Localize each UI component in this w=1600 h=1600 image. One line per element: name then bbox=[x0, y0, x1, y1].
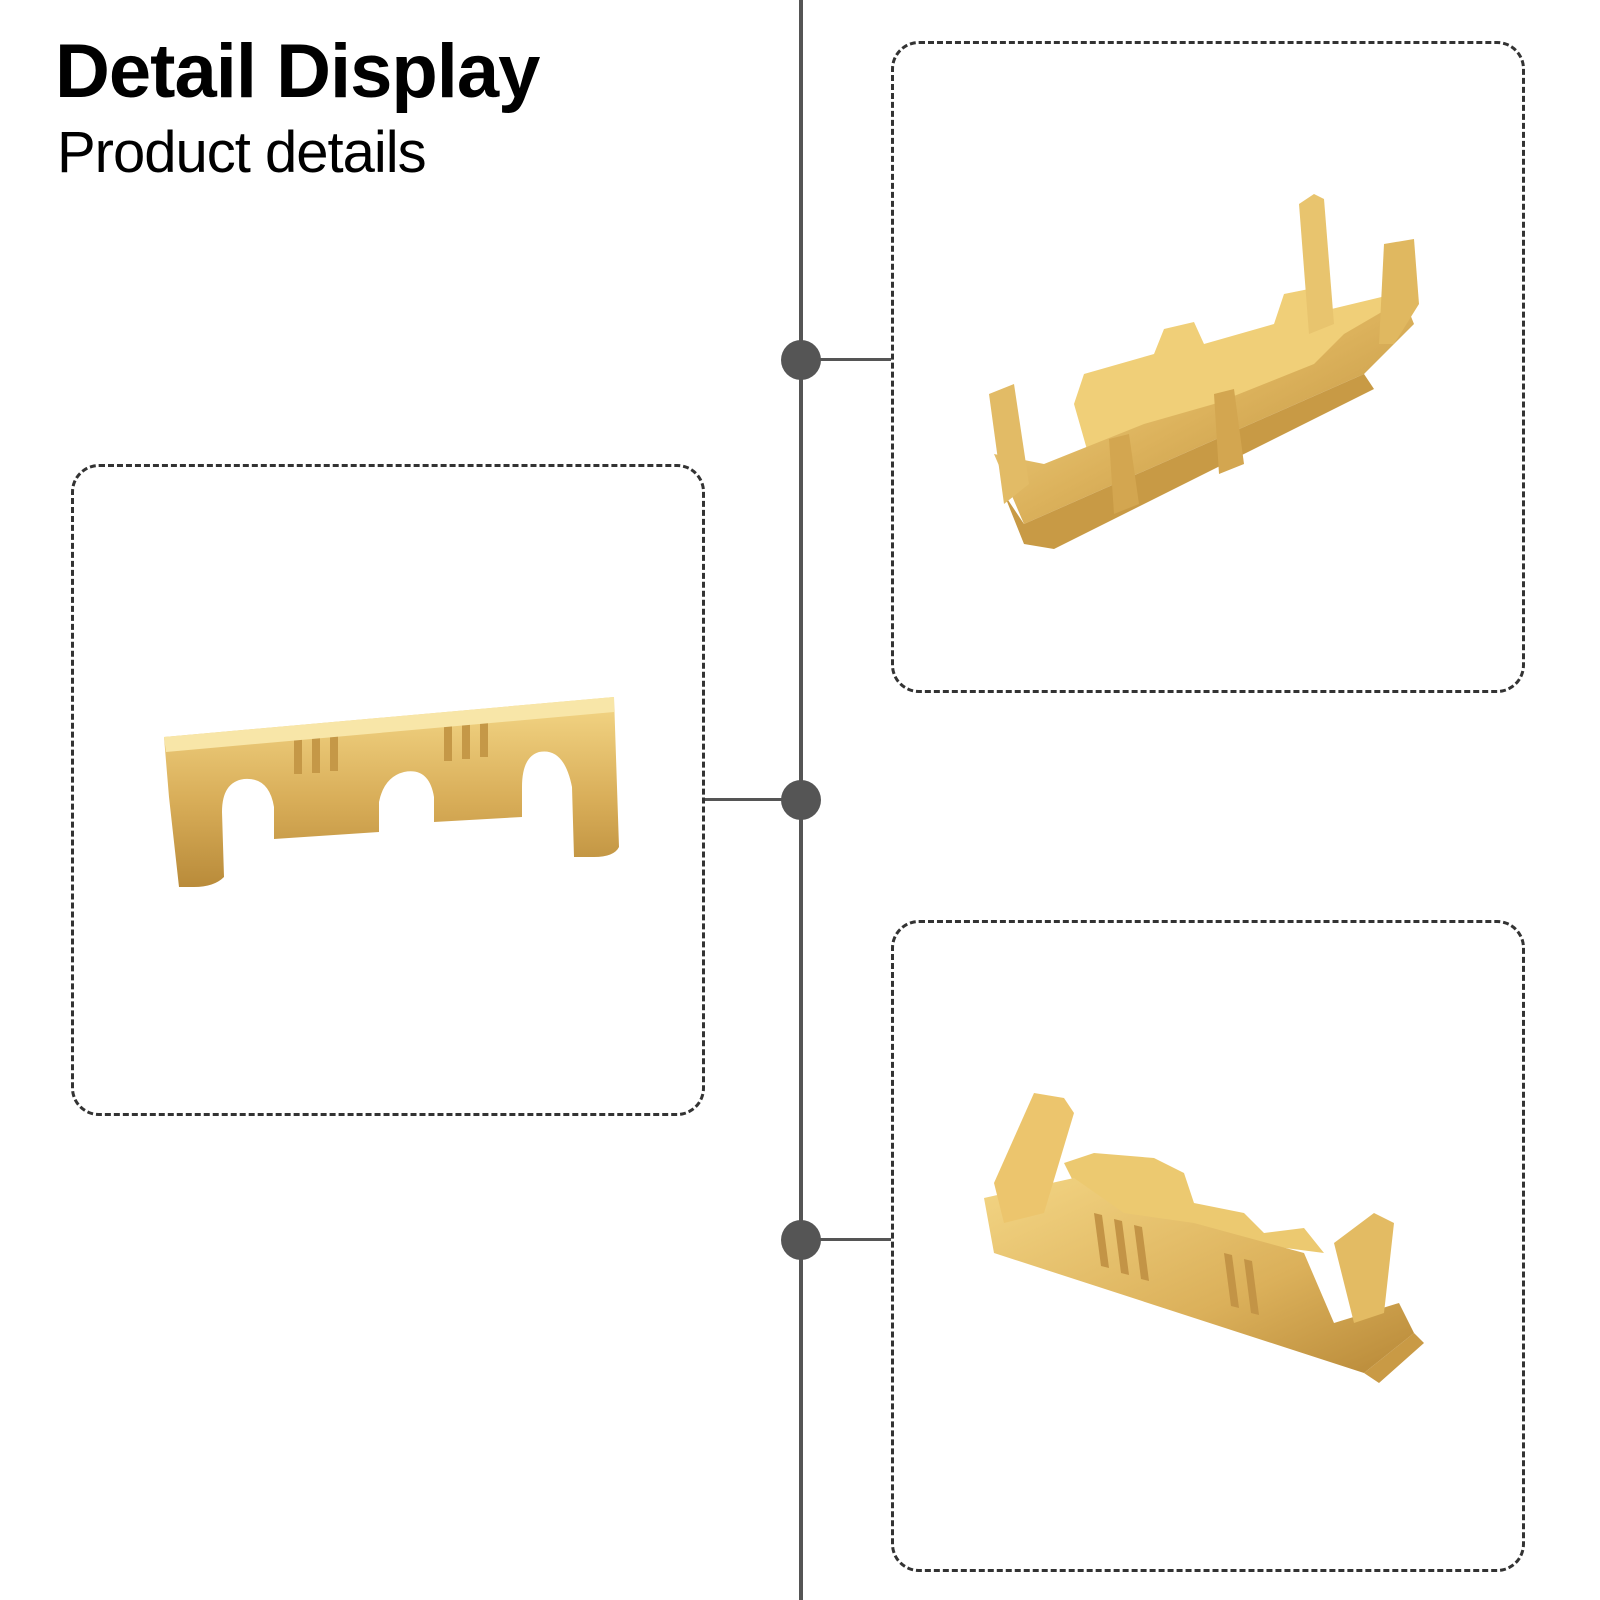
page-title: Detail Display bbox=[55, 29, 540, 114]
detail-panel-bottom bbox=[891, 920, 1525, 1572]
terminal-image-bottom bbox=[984, 1093, 1424, 1383]
detail-panel-top bbox=[891, 41, 1525, 693]
connector-bottom bbox=[801, 1238, 893, 1241]
page-subtitle: Product details bbox=[57, 120, 427, 185]
terminal-image-top bbox=[989, 194, 1419, 549]
terminal-image-middle bbox=[164, 697, 619, 887]
connector-middle bbox=[704, 798, 801, 801]
connector-top bbox=[801, 358, 893, 361]
detail-panel-middle bbox=[71, 464, 705, 1116]
